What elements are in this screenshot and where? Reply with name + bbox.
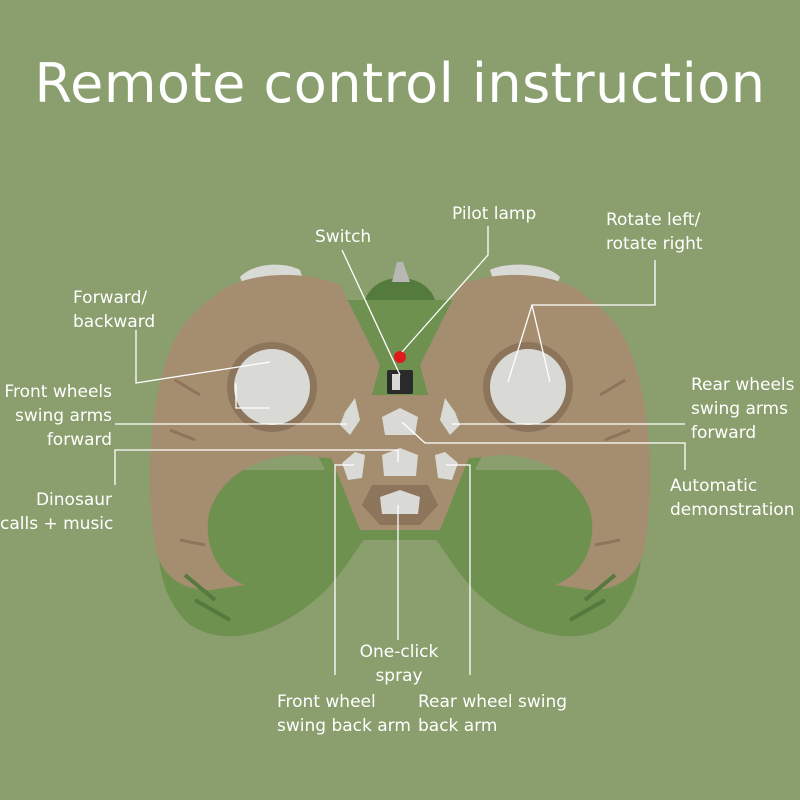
label-line: Forward/ bbox=[73, 288, 148, 308]
label-line: spray bbox=[375, 666, 423, 686]
leader-pilot-lamp bbox=[401, 226, 489, 353]
tan-shell-left-lines bbox=[169, 378, 206, 547]
label-line: forward bbox=[46, 430, 112, 450]
leader-forward-backward bbox=[135, 330, 271, 384]
green-top-mount bbox=[365, 278, 435, 300]
label-dinosaur-calls: Dinosaur calls + music bbox=[0, 488, 114, 536]
label-line: Front wheels bbox=[4, 382, 112, 402]
label-line: Rear wheels bbox=[691, 375, 795, 395]
label-line: backward bbox=[73, 312, 156, 332]
tan-shell-right-lines bbox=[594, 378, 631, 547]
label-line: Pilot lamp bbox=[452, 204, 537, 224]
page-title: Remote control instruction bbox=[34, 52, 766, 115]
label-line: demonstration bbox=[670, 500, 795, 520]
label-line: swing arms bbox=[15, 406, 112, 426]
power-switch[interactable] bbox=[392, 374, 400, 390]
leader-forward-backward-2 bbox=[235, 383, 270, 409]
label-line: Dinosaur bbox=[35, 490, 112, 510]
grip-grooves-left bbox=[183, 573, 231, 622]
leader-rotate-2 bbox=[531, 304, 551, 383]
label-line: Front wheel bbox=[277, 692, 376, 712]
label-line: Switch bbox=[315, 227, 372, 247]
label-line: back arm bbox=[418, 716, 498, 736]
label-line: Rear wheel swing bbox=[418, 692, 568, 712]
pilot-lamp-icon bbox=[394, 351, 406, 363]
leader-dinosaur-calls bbox=[114, 449, 399, 485]
rear-back-arm-button[interactable] bbox=[435, 452, 458, 480]
label-line: swing back arm bbox=[277, 716, 411, 736]
label-pilot-lamp: Pilot lamp bbox=[452, 202, 536, 226]
label-line: rotate right bbox=[606, 234, 703, 254]
label-front-wheels-forward: Front wheels swing arms forward bbox=[0, 380, 112, 452]
label-front-back-arm: Front wheel swing back arm bbox=[277, 690, 411, 738]
label-line: calls + music bbox=[0, 514, 114, 534]
green-body-right bbox=[420, 470, 642, 637]
tan-shell-right bbox=[420, 274, 650, 590]
leader-rear-back-arm bbox=[446, 464, 471, 675]
leader-switch bbox=[341, 249, 401, 376]
label-forward-backward: Forward/ backward bbox=[73, 286, 155, 334]
leader-auto-demo bbox=[401, 421, 686, 470]
label-auto-demo: Automatic demonstration bbox=[670, 474, 794, 522]
joysticks bbox=[227, 342, 573, 432]
buttons bbox=[340, 398, 460, 514]
tan-shell-left bbox=[150, 274, 380, 590]
label-rear-back-arm: Rear wheel swing back arm bbox=[418, 690, 567, 738]
label-rotate: Rotate left/ rotate right bbox=[606, 208, 703, 256]
rear-wheels-forward-button[interactable] bbox=[440, 398, 460, 435]
spray-button[interactable] bbox=[380, 490, 420, 514]
label-line: Rotate left/ bbox=[606, 210, 701, 230]
grip-grooves-right bbox=[569, 573, 617, 622]
dinosaur-calls-button[interactable] bbox=[382, 448, 418, 476]
green-body-left bbox=[158, 470, 380, 637]
label-line: forward bbox=[691, 423, 757, 443]
leader-rotate bbox=[507, 260, 656, 383]
right-joystick[interactable] bbox=[490, 349, 566, 425]
label-line: swing arms bbox=[691, 399, 788, 419]
leader-lines bbox=[114, 226, 686, 675]
label-one-click-spray: One-click spray bbox=[344, 640, 454, 688]
label-switch: Switch bbox=[315, 225, 371, 249]
label-rear-wheels-forward: Rear wheels swing arms forward bbox=[691, 373, 795, 445]
front-wheels-forward-button[interactable] bbox=[340, 398, 360, 435]
left-joystick[interactable] bbox=[234, 349, 310, 425]
label-line: One-click bbox=[359, 642, 439, 662]
leader-front-back-arm bbox=[334, 464, 354, 675]
antenna bbox=[392, 262, 410, 282]
front-back-arm-button[interactable] bbox=[342, 452, 365, 480]
label-line: Automatic bbox=[670, 476, 758, 496]
